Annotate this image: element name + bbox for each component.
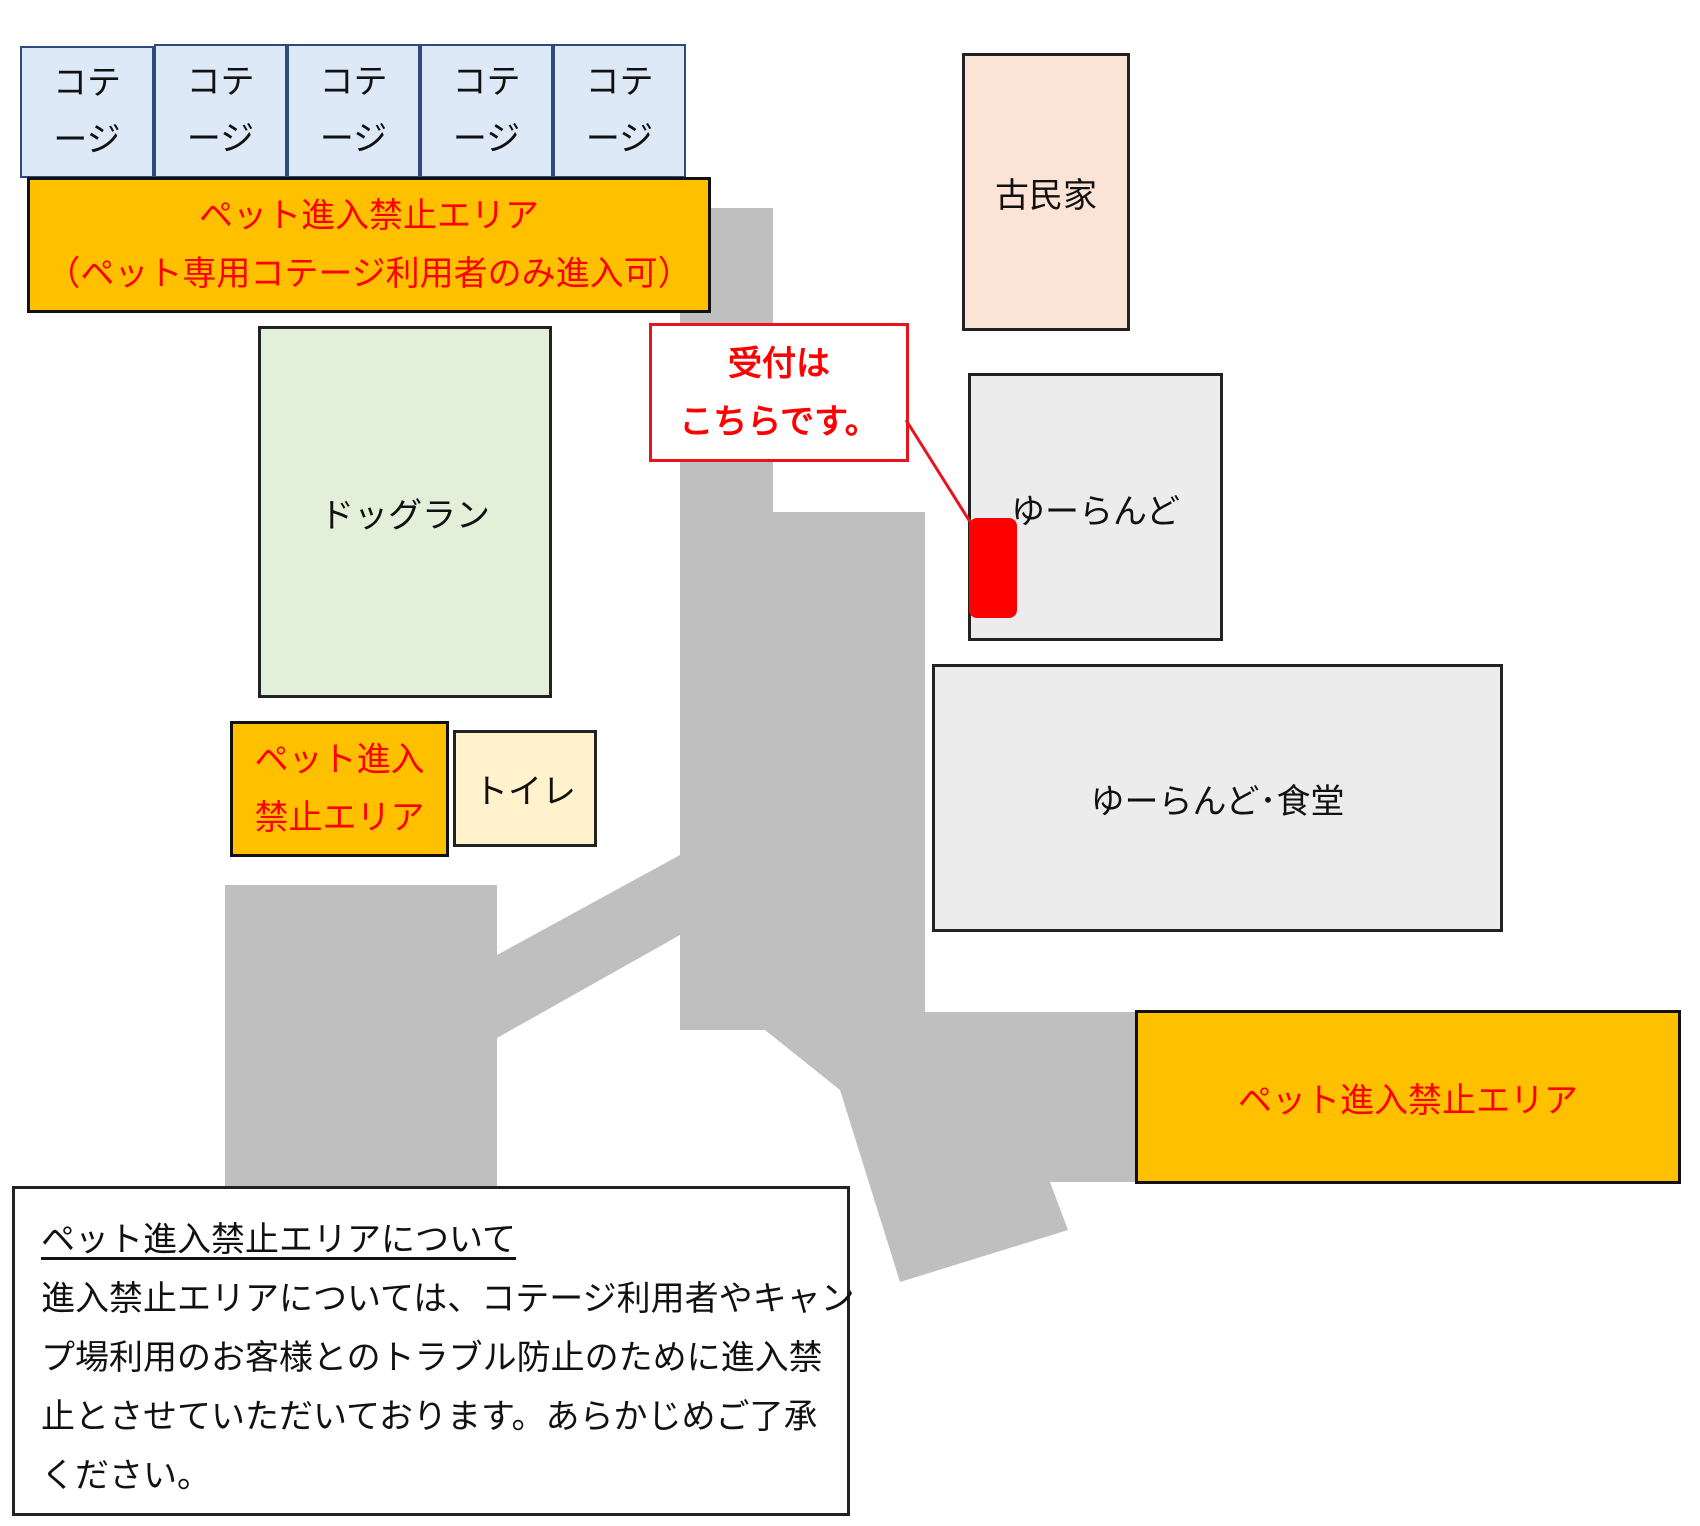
cottage-1-label-top: コテ (53, 63, 121, 103)
cottage-4[interactable]: コテ ージ (420, 44, 553, 178)
dog-run-label: ドッグラン (320, 495, 490, 536)
toilet-label: トイレ (474, 772, 576, 812)
cottage-5-label-top: コテ (585, 62, 654, 102)
pet-restricted-zone-small-line2: 禁止エリア (254, 798, 425, 838)
yuland-dining-building[interactable]: ゆーらんど･食堂 (932, 664, 1503, 932)
cottage-3-label-top: コテ (319, 62, 388, 102)
cottage-3-label-bottom: ージ (319, 119, 388, 159)
notice-box: ペット進入禁止エリアについて 進入禁止エリアについては、コテージ利用者やキャン … (12, 1186, 855, 1516)
cottage-5-label-bottom: ージ (585, 119, 654, 159)
notice-line-3: 止とさせていただいております。あらかじめご了承 (41, 1397, 818, 1437)
pet-restricted-zone-right[interactable]: ペット進入禁止エリア (1135, 1010, 1681, 1184)
kominka-building[interactable]: 古民家 (962, 53, 1130, 331)
pet-restricted-zone-top-note: （ペット専用コテージ利用者のみ進入可） (46, 254, 692, 294)
road-southeast (765, 1012, 1140, 1282)
cottage-2[interactable]: コテ ージ (154, 44, 287, 178)
notice-heading: ペット進入禁止エリアについて (41, 1220, 516, 1260)
pet-restricted-zone-small-line1: ペット進入 (254, 740, 425, 780)
cottage-4-label-bottom: ージ (452, 119, 521, 159)
reception-marker[interactable] (969, 518, 1017, 618)
cottage-2-label-bottom: ージ (186, 119, 255, 159)
pet-restricted-zone-top[interactable]: ペット進入禁止エリア （ペット専用コテージ利用者のみ進入可） (27, 177, 711, 313)
pet-restricted-zone-small[interactable]: ペット進入 禁止エリア (230, 721, 449, 857)
reception-callout-line2: こちらです。 (679, 401, 879, 442)
reception-leader-line (904, 419, 974, 526)
kominka-label: 古民家 (995, 175, 1097, 216)
yuland-dining-label: ゆーらんど･食堂 (1090, 781, 1345, 822)
reception-callout: 受付は こちらです。 (649, 323, 909, 462)
pet-restricted-zone-right-label: ペット進入禁止エリア (1238, 1080, 1578, 1121)
toilet-building[interactable]: トイレ (453, 730, 597, 847)
cottage-3[interactable]: コテ ージ (287, 44, 420, 178)
road-west-block (225, 885, 497, 1190)
yuland-label: ゆーらんど (1011, 492, 1180, 532)
reception-callout-line1: 受付は (728, 343, 830, 384)
cottage-4-label-top: コテ (452, 62, 521, 102)
notice-line-4: ください。 (41, 1456, 211, 1496)
road-diagonal-west (497, 855, 680, 1038)
notice-line-2: プ場利用のお客様とのトラブル防止のために進入禁 (41, 1338, 823, 1378)
cottage-1[interactable]: コテ ージ (20, 46, 154, 178)
cottage-1-label-bottom: ージ (53, 120, 121, 160)
notice-line-1: 進入禁止エリアについては、コテージ利用者やキャン (41, 1279, 855, 1319)
dog-run-area[interactable]: ドッグラン (258, 326, 552, 698)
pet-restricted-zone-top-title: ペット進入禁止エリア (199, 196, 539, 236)
cottage-2-label-top: コテ (186, 62, 255, 102)
